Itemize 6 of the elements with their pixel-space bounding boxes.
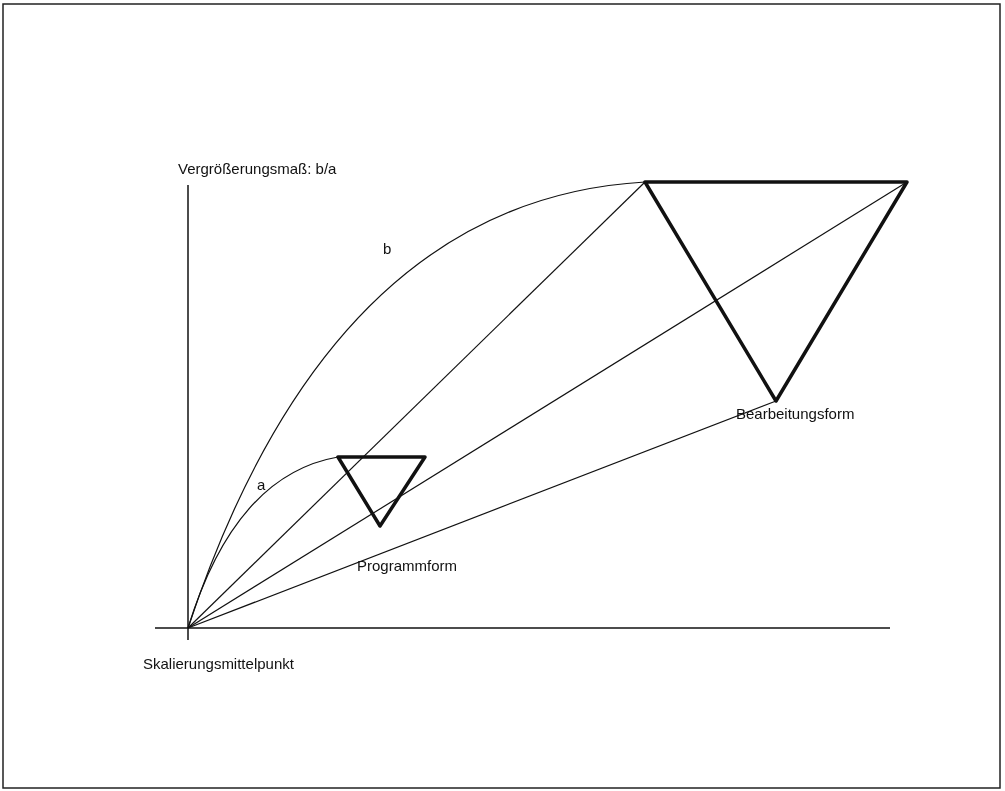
axis-label: Vergrößerungsmaß: b/a <box>178 160 337 178</box>
shape-label: Bearbeitungsform <box>736 405 855 423</box>
shape-label: Programmform <box>357 557 457 575</box>
arc-label: b <box>383 240 392 258</box>
arc-label: a <box>257 476 266 494</box>
origin-label: Skalierungsmittelpunkt <box>143 655 294 673</box>
